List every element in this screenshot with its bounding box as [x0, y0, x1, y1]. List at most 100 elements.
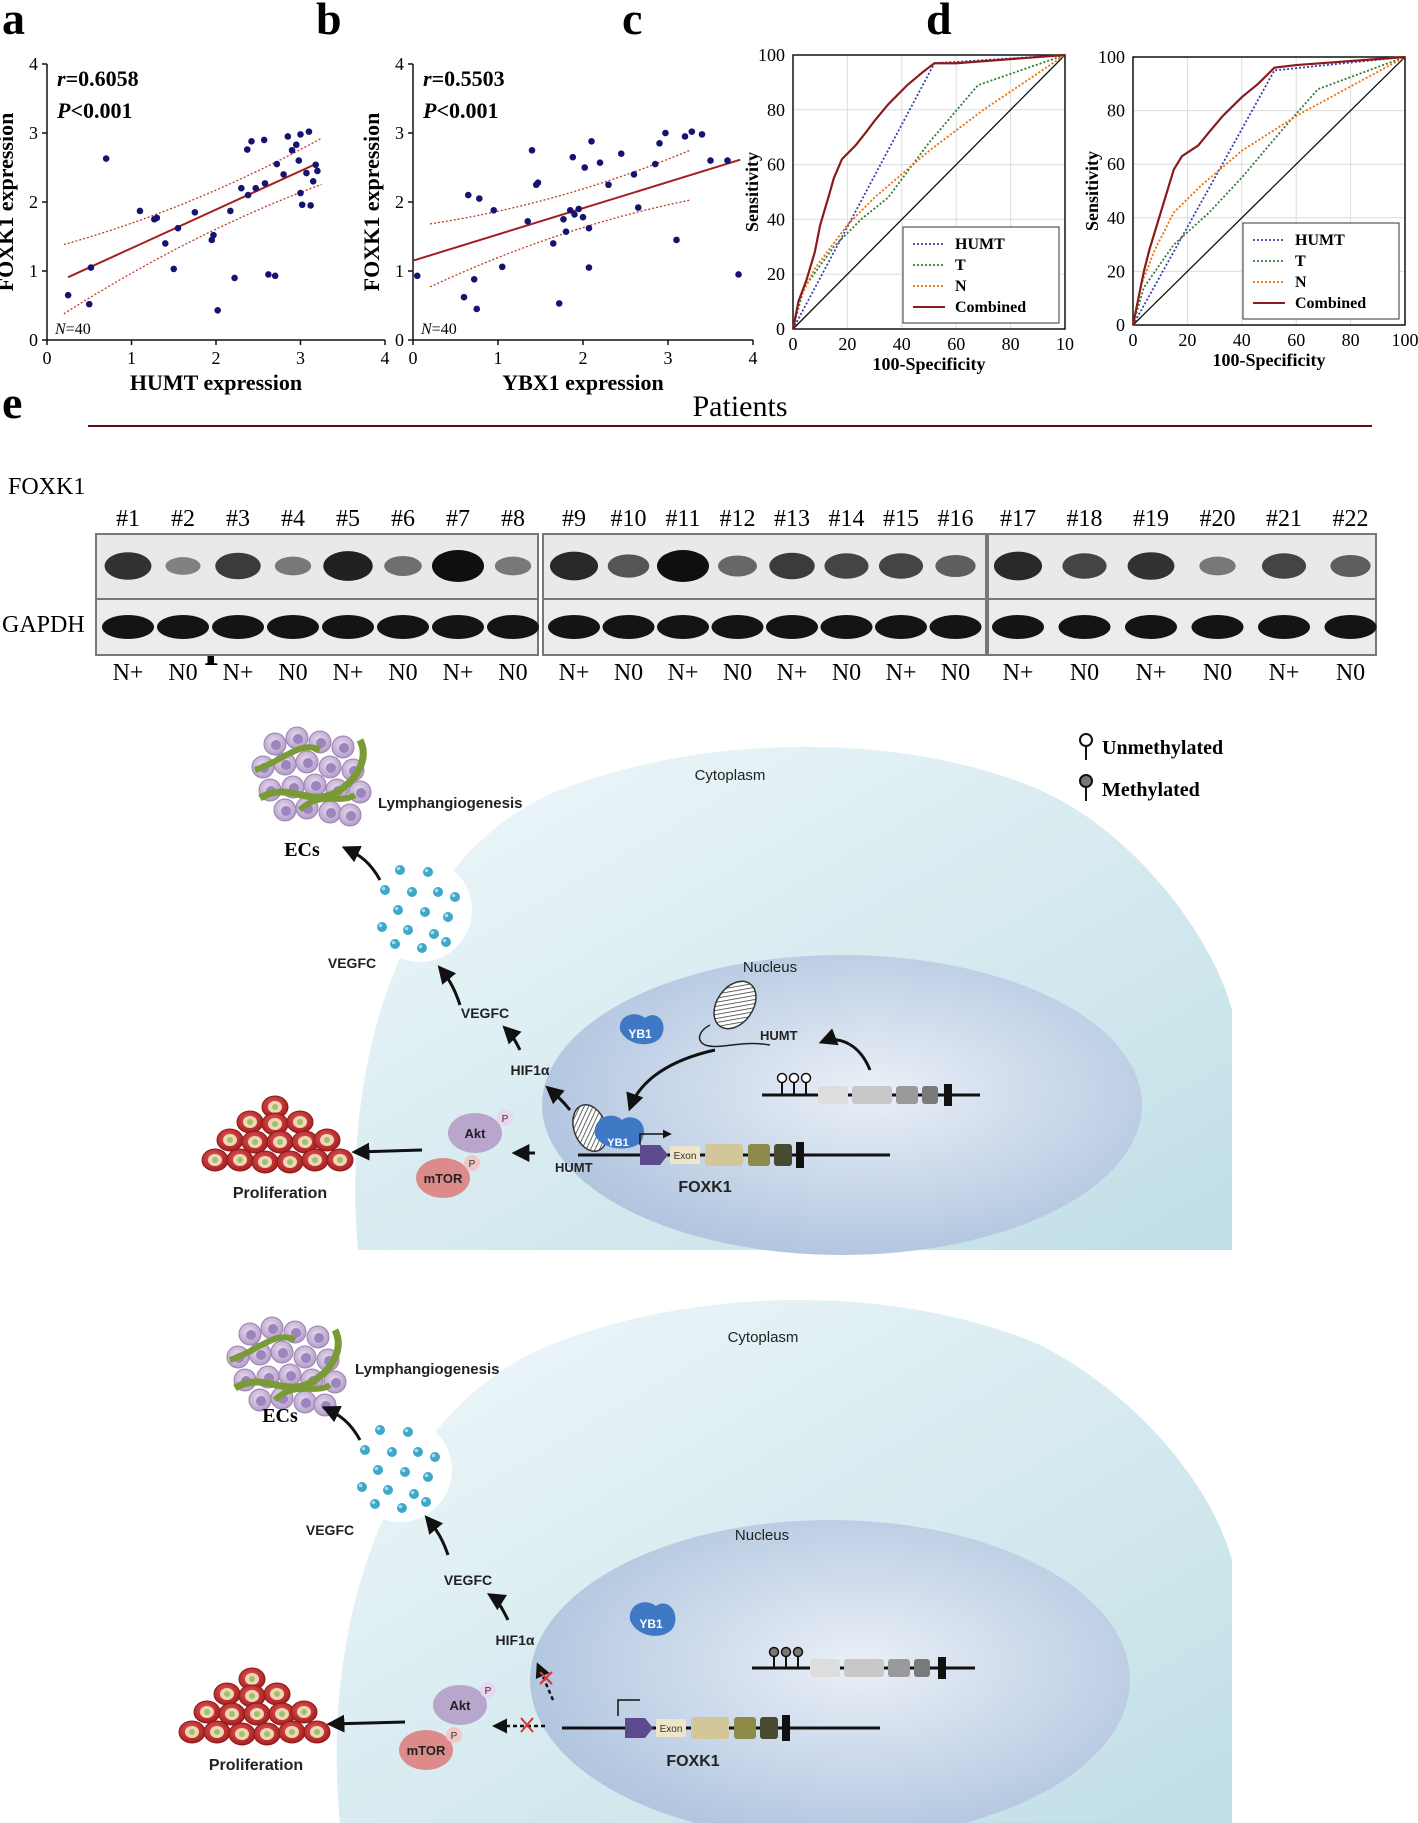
data-point: [248, 137, 255, 145]
data-point: [571, 211, 578, 218]
data-point: [288, 146, 296, 154]
x-axis-title: 100-Specificity: [873, 354, 986, 374]
data-point: [581, 164, 588, 171]
gapdh-band: [548, 615, 600, 639]
lane-label-patient: #17: [1000, 506, 1036, 532]
x-tick-label: 0: [789, 334, 798, 354]
data-point: [473, 305, 481, 313]
secretion-bubble-top: [368, 858, 472, 962]
data-point: [214, 307, 221, 314]
vegfc-particle: [400, 1467, 410, 1477]
humt-bound-label-top: HUMT: [555, 1160, 593, 1175]
mtor-label-bottom: mTOR: [407, 1743, 446, 1758]
tumor-cell-core: [279, 1711, 285, 1717]
tumor-cell-core: [287, 1159, 293, 1165]
data-point: [560, 215, 567, 223]
yb1-label-bottom: YB1: [639, 1617, 663, 1631]
lane-label-patient: #6: [391, 506, 415, 532]
stat-n: N=40: [54, 321, 91, 338]
data-point: [227, 207, 234, 215]
lane-label-status: N0: [1203, 660, 1232, 686]
foxk1-band: [718, 555, 757, 577]
endothelial-nucleus: [268, 1324, 278, 1334]
data-point: [238, 184, 245, 192]
yb1-bound-label-top: YB1: [607, 1137, 628, 1149]
data-point: [528, 146, 536, 154]
vegfc-highlight: [444, 913, 449, 918]
endothelial-nucleus: [256, 1396, 266, 1406]
tumor-cell-core: [214, 1729, 220, 1735]
endothelial-nucleus: [356, 788, 366, 798]
vegfc-particle: [407, 887, 417, 897]
lane-label-status: N0: [168, 660, 197, 686]
lane-label-patient: #11: [665, 506, 700, 532]
vegfc-particle: [413, 1447, 423, 1457]
mtor-p-label-top: P: [469, 1159, 476, 1170]
gapdh-band: [820, 615, 873, 639]
vegfc-particle: [423, 867, 433, 877]
gapdh-band: [1191, 615, 1244, 639]
y-axis-title: Sensitivity: [742, 152, 762, 232]
tumor-cell-core: [272, 1104, 278, 1110]
data-point: [698, 131, 706, 138]
endothelial-nucleus: [314, 1333, 324, 1343]
tumor-cell-core: [249, 1693, 255, 1699]
data-point: [605, 181, 612, 189]
vegfc-particle: [393, 905, 403, 915]
data-point: [298, 201, 306, 209]
foxk1-band: [607, 554, 650, 578]
stat-r-value: =0.6058: [66, 66, 139, 91]
y-tick-label: 0: [1116, 315, 1125, 335]
data-point: [153, 214, 161, 222]
secretion-bubble-bottom: [348, 1418, 452, 1522]
lane-label-status: N+: [559, 660, 590, 686]
key-methylated: Methylated: [1102, 779, 1200, 801]
lane-label-status: N+: [113, 660, 144, 686]
lane-label-status: N+: [223, 660, 254, 686]
yb1-bottom: [629, 1602, 676, 1636]
vegfc-particle: [360, 1445, 370, 1455]
data-point: [555, 300, 563, 307]
y-axis-title: Sensitivity: [1082, 151, 1102, 231]
gapdh-band: [929, 615, 982, 639]
legend-label: Combined: [955, 299, 1026, 316]
gapdh-band: [322, 615, 374, 639]
data-point: [210, 231, 217, 239]
tumor-cell-core: [229, 1711, 235, 1717]
y-tick-label: 3: [395, 123, 404, 143]
roc-curve-combined: [1131, 55, 1406, 326]
stat-n-symbol: N: [54, 321, 67, 338]
y-tick-label: 1: [395, 261, 404, 281]
lane-label-status: N+: [777, 660, 808, 686]
tumor-cell-core: [189, 1729, 195, 1735]
yb1-free-top: [619, 1014, 664, 1045]
legend-label: N: [1295, 274, 1307, 291]
y-tick-label: 40: [767, 209, 785, 229]
proliferation-cluster-bottom: [178, 1667, 331, 1746]
stat-r-symbol: r: [57, 66, 66, 91]
ci-upper: [63, 137, 322, 246]
methylation-key: Unmethylated Methylated: [1079, 733, 1223, 801]
vegfc-highlight: [421, 908, 426, 913]
y-tick-label: 3: [29, 123, 38, 143]
lymph-label-top: Lymphangiogenesis: [378, 795, 522, 812]
gapdh-band: [602, 615, 655, 639]
gapdh-band: [1324, 615, 1377, 639]
vegfc-highlight: [361, 1446, 366, 1451]
y-axis-title: FOXK1 expression: [359, 113, 384, 292]
x-tick-label: 2: [212, 348, 221, 368]
x-axis-title: 100-Specificity: [1213, 350, 1326, 370]
gapdh-band: [1125, 615, 1177, 639]
endothelial-nucleus: [278, 1348, 288, 1358]
lane-label-status: N+: [668, 660, 699, 686]
lane-label-status: N+: [443, 660, 474, 686]
lane-label-status: N0: [614, 660, 643, 686]
foxk1-band: [494, 556, 532, 576]
x-tick-label: 2: [579, 348, 588, 368]
lane-label-patient: #12: [720, 506, 756, 532]
data-point: [562, 228, 570, 235]
data-point: [87, 264, 95, 271]
stat-n: N=40: [420, 321, 457, 338]
